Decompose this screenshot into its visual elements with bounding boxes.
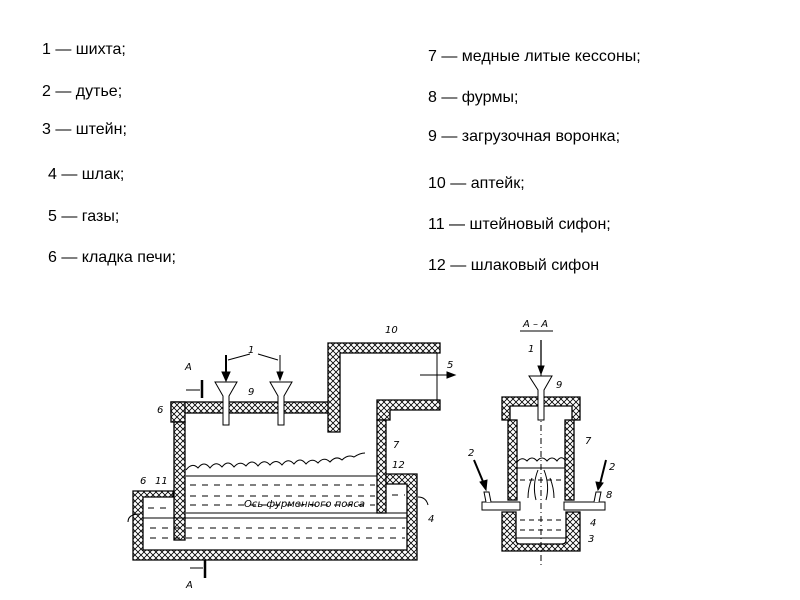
longitudinal-section: [132, 342, 441, 561]
label-4: 4: [428, 514, 434, 525]
legend-item-4: 4 — шлак;: [48, 166, 125, 183]
cs-funnel: [528, 375, 553, 421]
label-a-top: A: [184, 362, 192, 373]
funnel-9b: [269, 381, 293, 426]
label-9: 9: [248, 387, 254, 398]
cs-caisson-left: [507, 419, 518, 501]
cs-label-4: 4: [590, 518, 596, 529]
legend-item-6: 6 — кладка печи;: [48, 249, 176, 266]
label-6b: 6: [140, 476, 146, 487]
caisson-right: [376, 419, 387, 514]
cs-label-2-left: 2: [468, 448, 474, 459]
section-title: A – A: [522, 319, 548, 330]
legend-item-7: 7 — медные литые кессоны;: [428, 48, 641, 65]
tuyere-axis-label: Ось фурменного пояса: [244, 499, 365, 510]
cross-section: A – A 1 9 7 2 2: [468, 319, 615, 565]
cs-label-3: 3: [588, 534, 594, 545]
tuyere-left: [481, 501, 521, 511]
legend-item-9: 9 — загрузочная воронка;: [428, 128, 621, 145]
cs-label-9: 9: [556, 380, 562, 391]
legend-item-10: 10 — аптейк;: [428, 175, 525, 192]
tuyere-right: [563, 501, 606, 511]
legend-item-1: 1 — шихта;: [42, 41, 126, 58]
charge-surface: [185, 452, 366, 471]
legend-item-2: 2 — дутье;: [42, 83, 123, 100]
uptake-masonry: [327, 342, 441, 433]
cs-caisson-right: [564, 419, 575, 501]
legend-item-3: 3 — штейн;: [42, 121, 127, 138]
label-10: 10: [385, 325, 398, 336]
legend-item-8: 8 — фурмы;: [428, 89, 519, 106]
label-11: 11: [155, 476, 168, 487]
label-1: 1: [248, 345, 254, 356]
cs-label-1: 1: [528, 344, 534, 355]
roof-masonry: [170, 401, 332, 414]
legend-item-5: 5 — газы;: [48, 208, 120, 225]
legend-item-11: 11 — штейновый сифон;: [428, 216, 611, 233]
label-12: 12: [392, 460, 405, 471]
legend-item-12: 12 — шлаковый сифон: [428, 257, 600, 274]
cs-roof: [501, 396, 581, 421]
label-5: 5: [447, 360, 453, 371]
caisson-left: [173, 421, 186, 541]
label-7: 7: [393, 440, 400, 451]
cs-label-2-right: 2: [609, 462, 615, 473]
cs-hearth: [501, 511, 581, 552]
label-6: 6: [157, 405, 163, 416]
label-a-bottom: A: [185, 580, 193, 591]
funnel-9a: [214, 381, 238, 426]
cs-label-7: 7: [585, 436, 592, 447]
hearth-masonry: [132, 473, 418, 561]
cs-label-8: 8: [606, 490, 612, 501]
